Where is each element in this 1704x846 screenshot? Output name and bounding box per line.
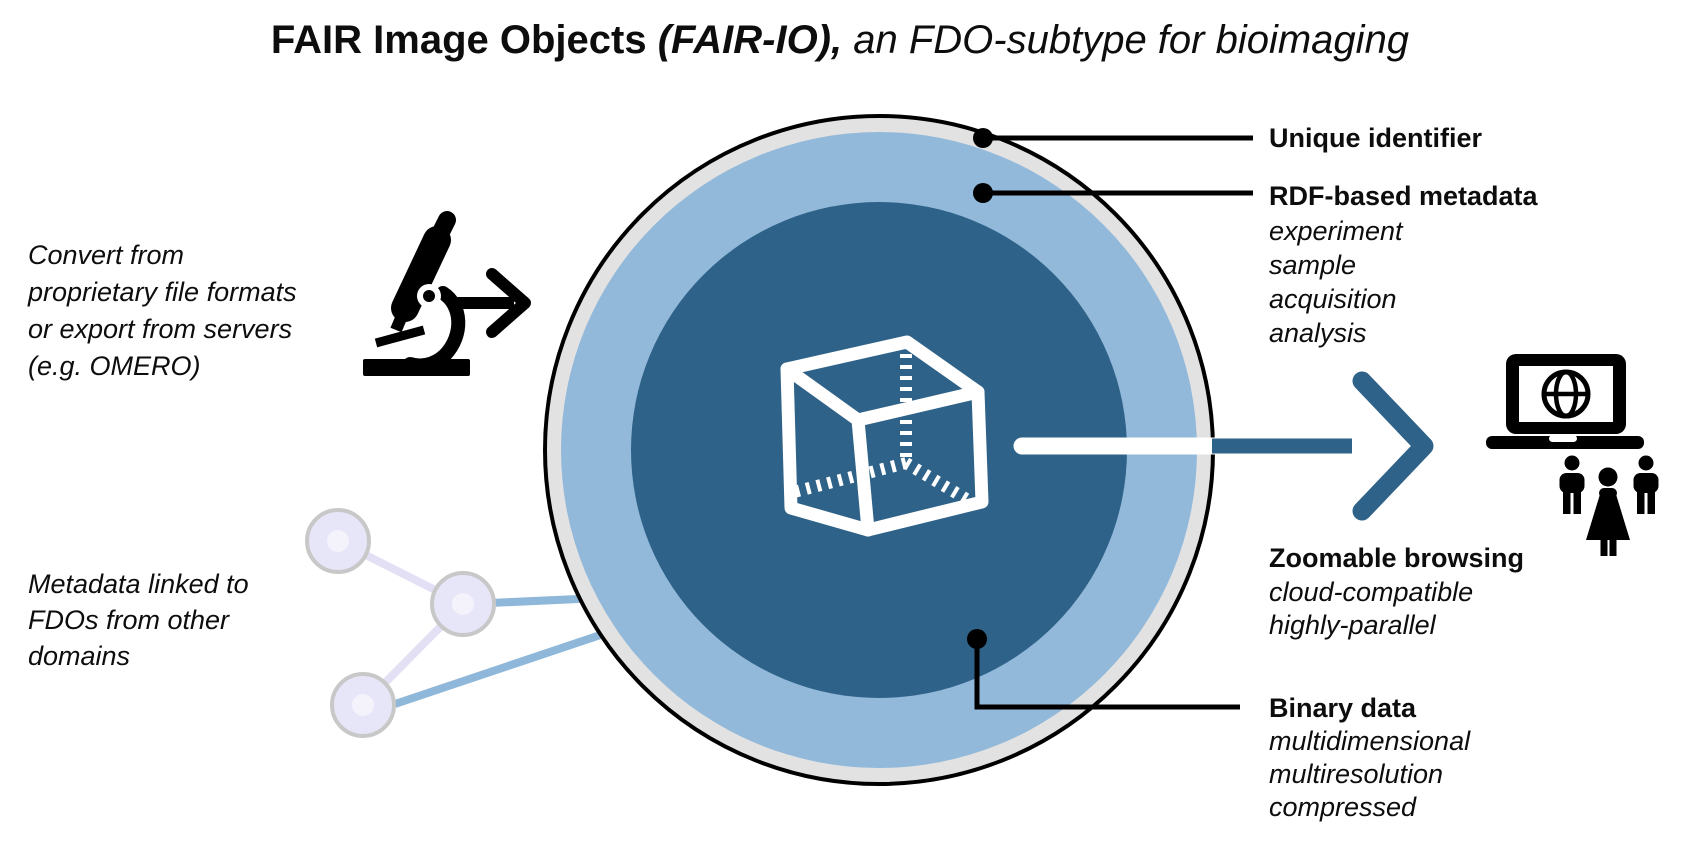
callout-detail: highly-parallel	[1269, 610, 1437, 640]
callout-detail: acquisition	[1269, 284, 1397, 314]
callout-zoomable-browsing: Zoomable browsing cloud-compatible highl…	[1269, 543, 1524, 640]
callout-detail: compressed	[1269, 792, 1417, 822]
callout-detail: cloud-compatible	[1269, 577, 1473, 607]
title-acronym: (FAIR-IO),	[658, 18, 854, 62]
callout-detail: experiment	[1269, 216, 1404, 246]
arrow-right-icon	[450, 268, 531, 338]
title-subtitle: an FDO-subtype for bioimaging	[853, 18, 1409, 62]
convert-note: Convert from proprietary file formats or…	[27, 240, 297, 381]
page-title: FAIR Image Objects (FAIR-IO), an FDO-sub…	[271, 18, 1409, 62]
callout-label: RDF-based metadata	[1269, 181, 1539, 211]
title-main: FAIR Image Objects	[271, 18, 658, 62]
callout-label: Binary data	[1269, 693, 1417, 723]
convert-note-line: (e.g. OMERO)	[28, 351, 201, 381]
callout-leaders	[967, 128, 1253, 710]
callout-detail: sample	[1269, 250, 1356, 280]
callout-label: Zoomable browsing	[1269, 543, 1524, 573]
export-arrow-icon	[1013, 371, 1434, 521]
fdo-cube-icon	[780, 335, 989, 537]
callout-label: Unique identifier	[1269, 123, 1483, 153]
domain-node	[305, 508, 371, 574]
linked-note-line: domains	[28, 641, 130, 671]
user-male	[1559, 455, 1585, 514]
laptop-base	[1486, 436, 1644, 449]
fdo-rings	[543, 114, 1215, 786]
domain-node	[430, 571, 496, 637]
laptop-globe-icon	[1486, 354, 1644, 449]
users-icon	[1559, 455, 1659, 556]
binary-core	[631, 202, 1127, 698]
linked-note-line: Metadata linked to	[28, 569, 249, 599]
convert-note-line: Convert from	[28, 240, 184, 270]
callout-unique-identifier: Unique identifier	[1269, 123, 1483, 153]
callout-detail: analysis	[1269, 318, 1367, 348]
convert-note-line: proprietary file formats	[27, 277, 297, 307]
microscope-base	[363, 359, 470, 376]
linked-note-line: FDOs from other	[28, 605, 230, 635]
callout-detail: multidimensional	[1269, 726, 1471, 756]
globe-icon	[1541, 369, 1591, 419]
convert-note-line: or export from servers	[28, 314, 292, 344]
user-male	[1633, 455, 1659, 514]
callout-detail: multiresolution	[1269, 759, 1443, 789]
domain-node	[330, 672, 396, 738]
user-female	[1586, 467, 1630, 556]
callout-binary-data: Binary data multidimensional multiresolu…	[1269, 693, 1471, 822]
linked-note: Metadata linked to FDOs from other domai…	[28, 569, 249, 671]
callout-rdf-metadata: RDF-based metadata experiment sample acq…	[1269, 181, 1539, 348]
